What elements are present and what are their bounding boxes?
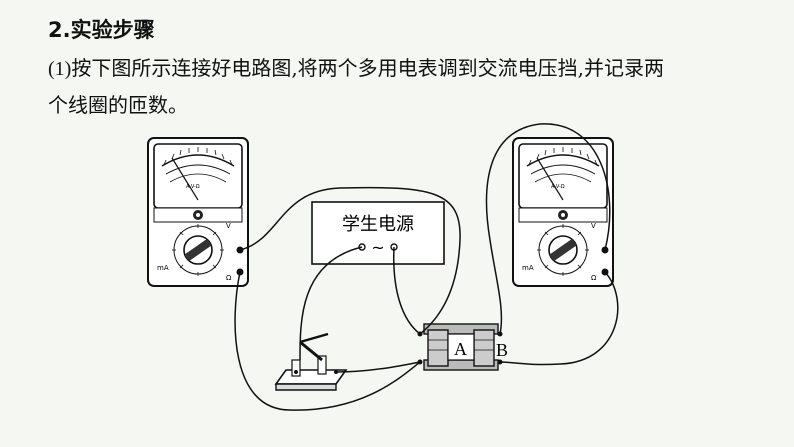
coil-a: [427, 329, 449, 367]
power-supply-label: 学生电源: [342, 214, 414, 235]
left-meter-ma-label: mA: [157, 264, 169, 272]
left-multimeter: A-V-Ω mA V Ω: [147, 137, 249, 287]
section-heading: 2.实验步骤: [48, 18, 155, 42]
step-1-text: (1)按下图所示连接好电路图,将两个多用电表调到交流电压挡,并记录两 个线圈的匝…: [48, 50, 768, 123]
right-multimeter: A-V-Ω mA V Ω: [512, 137, 614, 287]
right-meter-omega-label: Ω: [591, 274, 597, 282]
transformer: A B: [417, 323, 508, 371]
knife-switch: [274, 332, 348, 391]
step-1-number: (1): [48, 58, 72, 80]
left-meter-omega-label: Ω: [226, 274, 232, 282]
step-1-line-1: 按下图所示连接好电路图,将两个多用电表调到交流电压挡,并记录两: [71, 56, 665, 80]
coil-b: [473, 329, 495, 367]
wires: [234, 123, 619, 411]
step-1-line-2: 个线圈的匝数。: [48, 93, 188, 117]
right-meter-v-label: V: [591, 222, 596, 230]
student-power-supply: 学生电源 ~: [311, 201, 445, 265]
right-meter-scale-label: A-V-Ω: [551, 184, 565, 190]
coil-b-label: B: [496, 340, 508, 360]
section-title: 实验步骤: [70, 18, 155, 42]
ac-symbol: ~: [371, 238, 384, 257]
section-number: 2: [48, 18, 63, 42]
left-meter-v-label: V: [226, 222, 231, 230]
left-meter-scale-label: A-V-Ω: [186, 184, 200, 190]
right-meter-ma-label: mA: [522, 264, 534, 272]
coil-a-label: A: [454, 339, 467, 359]
